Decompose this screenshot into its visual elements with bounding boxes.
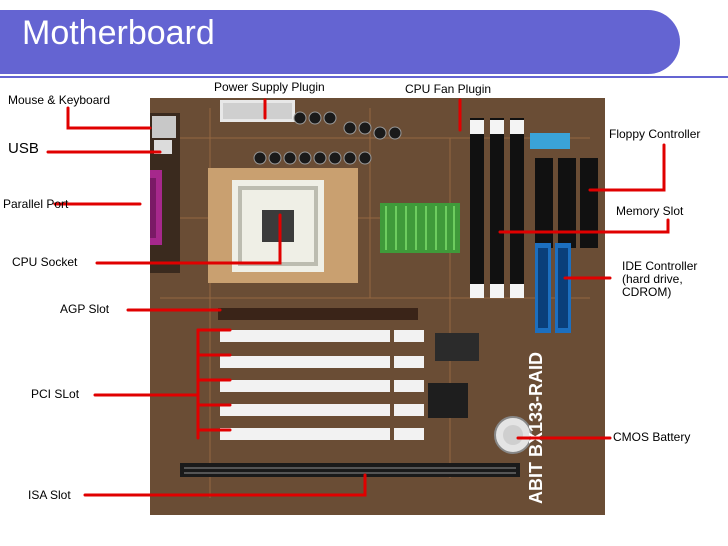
floppy-header-switches: [530, 133, 570, 149]
label-ide-line1: IDE Controller: [622, 259, 698, 273]
label-parallel-port: Parallel Port: [3, 197, 69, 211]
ps2-connectors: [152, 116, 176, 138]
label-cmos-battery: CMOS Battery: [613, 430, 691, 444]
label-cpu-fan: CPU Fan Plugin: [405, 82, 492, 96]
label-power-supply: Power Supply Plugin: [214, 80, 325, 94]
label-agp-slot: AGP Slot: [60, 302, 110, 316]
capacitors: [253, 111, 402, 165]
memory-slots: [470, 118, 524, 298]
label-ide-line2: (hard drive,: [622, 272, 683, 286]
label-cpu-socket: CPU Socket: [12, 255, 78, 269]
label-ide-line3: CDROM): [622, 285, 672, 299]
chipset-chip: [435, 333, 479, 361]
motherboard-image: ABIT BX133-RAID: [150, 98, 605, 515]
pci-slots: [220, 330, 390, 440]
line-memory-slot: [498, 218, 670, 234]
line-floppy: [588, 143, 666, 192]
floppy-connector: [535, 158, 598, 248]
header-divider: [0, 76, 728, 78]
label-isa-slot: ISA Slot: [28, 488, 71, 502]
board-pcb: [150, 98, 605, 515]
label-mouse-keyboard: Mouse & Keyboard: [8, 93, 111, 107]
title-bar: [0, 10, 680, 74]
label-pci-slot: PCI SLot: [31, 387, 80, 401]
raid-chip: [428, 383, 468, 418]
label-floppy: Floppy Controller: [609, 127, 701, 141]
label-memory-slot: Memory Slot: [616, 204, 684, 218]
line-cpu-socket: [95, 213, 282, 265]
agp-slot: [218, 308, 418, 320]
board-silkscreen: ABIT BX133-RAID: [526, 352, 546, 504]
page-title: Motherboard: [22, 14, 215, 52]
line-mouse-keyboard: [66, 106, 152, 130]
label-usb: USB: [8, 140, 39, 157]
line-isa-slot: [83, 473, 367, 497]
